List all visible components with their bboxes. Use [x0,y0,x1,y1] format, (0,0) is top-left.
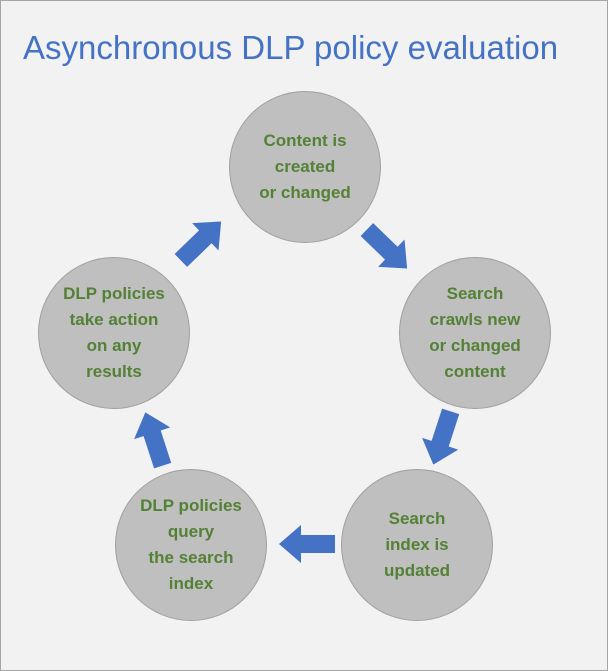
node-policies-act: DLP policies take action on any results [38,257,190,409]
arrow-icon [174,221,222,267]
node-index-updated: Search index is updated [341,469,493,621]
node-label: Content is created or changed [259,131,351,202]
node-policies-query: DLP policies query the search index [115,469,267,621]
arrow-icon [422,408,460,465]
diagram-title: Asynchronous DLP policy evaluation [23,29,559,66]
node-search-crawls: Search crawls new or changed content [399,257,551,409]
node-label: Search index is updated [383,509,451,580]
node-label: Search crawls new or changed content [429,284,521,381]
node-content-created: Content is created or changed [229,91,381,243]
node-label: DLP policies query the search index [140,496,242,593]
arrow-icon [134,412,172,469]
node-label: DLP policies take action on any results [63,284,165,381]
arrow-icon [279,525,335,563]
arrow-icon [360,223,408,269]
